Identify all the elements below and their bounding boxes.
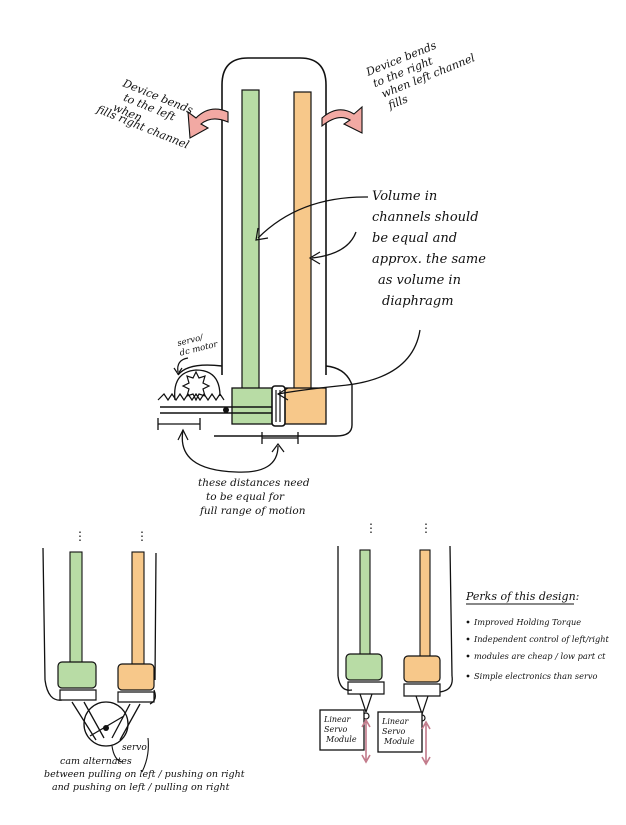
svg-text:⋮: ⋮ <box>136 529 148 543</box>
orange-chamber <box>117 663 155 691</box>
servo-label: servo/ dc motor <box>176 330 219 359</box>
right-channel-orange <box>293 91 312 391</box>
servo-text: servo <box>122 743 147 753</box>
volume-arrow-diaphragm <box>277 329 421 395</box>
cam-note: cam alternates between pulling on left /… <box>44 756 248 793</box>
diaphragm-left-chamber <box>231 387 275 425</box>
module-right-label: Linear Servo Module <box>381 717 415 746</box>
bends-right-note: Device bends to the right when left chan… <box>363 26 485 115</box>
distance-bracket-diaphragm <box>261 432 299 444</box>
svg-text:⋮: ⋮ <box>420 521 432 535</box>
linear-motion-arrow-right <box>421 720 431 766</box>
perks-items: Improved Holding Torque Independent cont… <box>473 617 611 681</box>
bend-right-arrow <box>321 105 363 134</box>
perks-title: Perks of this design: <box>465 590 579 603</box>
rack-gear <box>157 392 225 402</box>
linear-motion-arrow-left <box>361 718 371 764</box>
bottom-right-linear-servo-diagram: ⋮ ⋮ Linear Servo Module Linear Servo Mod… <box>319 521 453 766</box>
linear-servo-module-left <box>319 709 365 751</box>
bend-left-arrow <box>187 108 229 139</box>
distance-bracket-rack <box>157 418 201 430</box>
top-diagram: Device bends to the left when fills righ… <box>94 26 490 517</box>
green-chamber <box>57 661 97 689</box>
volume-arrow-orange <box>311 231 357 259</box>
orange-channel <box>131 551 145 665</box>
perk-item: Simple electronics than servo <box>474 671 598 681</box>
cam-wheel <box>83 701 129 747</box>
linear-servo-module-right <box>377 711 423 753</box>
svg-text:⋮: ⋮ <box>365 521 377 535</box>
orange-chamber-right <box>403 655 441 683</box>
device-housing <box>221 57 327 375</box>
perk-item: modules are cheap / low part ct <box>474 651 606 661</box>
diaphragm-right-chamber <box>283 387 327 425</box>
volume-arrow-green <box>257 196 369 239</box>
diaphragm-membrane <box>271 385 286 427</box>
perks-list: Perks of this design: Improved Holding T… <box>465 590 611 681</box>
green-channel-right <box>359 549 371 657</box>
green-channel <box>69 551 83 665</box>
bottom-left-cam-diagram: ⋮ ⋮ servo cam alternates between pulling… <box>42 529 248 793</box>
pinion-gear <box>181 370 211 402</box>
cam-linkage <box>71 701 141 741</box>
perk-item: Independent control of left/right <box>473 634 609 644</box>
perk-item: Improved Holding Torque <box>473 617 581 627</box>
orange-channel-right <box>419 549 431 659</box>
green-chamber-right <box>345 653 383 681</box>
distance-note: these distances need to be equal for ful… <box>198 477 313 517</box>
servo-housing <box>174 369 221 401</box>
module-left-label: Linear Servo Module <box>323 715 357 744</box>
housing-base <box>177 364 353 437</box>
continuation-dots: ⋮ <box>74 529 86 543</box>
volume-note: Volume in channels should be equal and a… <box>372 189 490 309</box>
